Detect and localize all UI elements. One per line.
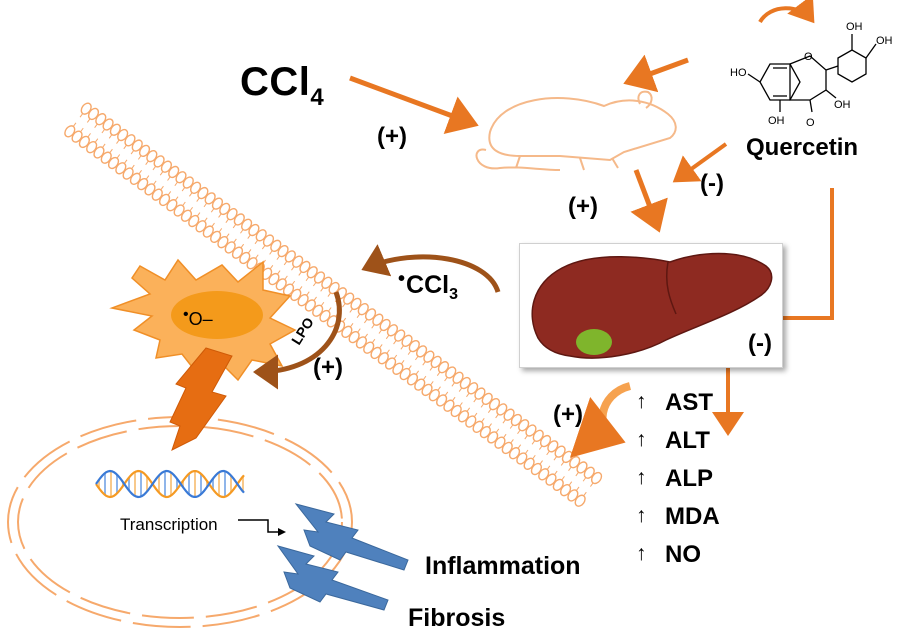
svg-text:O: O: [804, 51, 813, 63]
biomarker-alp: ALP: [665, 465, 713, 492]
radical-dot: •: [398, 268, 406, 290]
dna-helix: [95, 469, 245, 499]
biomarker-alt: ALT: [665, 427, 710, 454]
dna-strand: [95, 469, 245, 499]
ccl3-radical-label: •CCl3: [398, 268, 458, 304]
inflammation-label: Inflammation: [425, 552, 581, 580]
svg-text:OH: OH: [876, 35, 893, 47]
cell-membrane: [64, 102, 603, 507]
quercetin-structure: [747, 34, 877, 113]
ccl3-text: CCl: [406, 271, 450, 299]
liver-illustration: [531, 252, 773, 359]
dna-strand: [95, 469, 245, 499]
marker-effect-sign: (+): [553, 401, 583, 428]
quercetin-to-liver-arrow: [672, 142, 728, 183]
lightning-bolt-icon: [169, 347, 233, 451]
transcription-arrow: [238, 519, 286, 536]
ccl4-effect-sign: (+): [377, 123, 407, 150]
ccl4-text: CCl: [240, 60, 311, 104]
radical-dot: •: [183, 306, 189, 323]
increase-arrow-icon: ↑: [636, 504, 647, 527]
svg-text:OH: OH: [768, 115, 785, 127]
rat-to-liver-arrow: [630, 169, 668, 233]
transcription-label: Transcription: [120, 515, 218, 534]
ccl3-subscript: 3: [449, 286, 458, 303]
liver-effect-sign: (+): [568, 193, 598, 220]
increase-arrow-icon: ↑: [636, 542, 647, 565]
ccl4-subscript: 4: [310, 84, 325, 111]
ccl4-to-rat-arrow: [349, 75, 479, 135]
biomarker-no: NO: [665, 541, 701, 568]
biomarker-ast: AST: [665, 389, 713, 416]
quercetin-to-rat-arrow: [623, 54, 689, 93]
svg-text:OH: OH: [846, 21, 863, 33]
superoxide-burst: [109, 258, 297, 382]
increase-arrow-icon: ↑: [636, 390, 647, 413]
lipid-head: [590, 471, 603, 485]
lpo-arrow: [253, 291, 342, 390]
ccl3-arrow: [361, 244, 501, 293]
inflammation-bolt-icon: [294, 503, 409, 571]
superoxide-text: O–: [188, 309, 213, 329]
svg-text:O: O: [806, 117, 815, 129]
svg-text:HO: HO: [730, 67, 747, 79]
increase-arrow-icon: ↑: [636, 428, 647, 451]
fibrosis-label: Fibrosis: [408, 604, 506, 632]
quercetin-liver-effect-sign: (-): [700, 170, 724, 197]
liver-to-markers-arrow: [569, 382, 632, 458]
quercetin-markers-effect-sign: (-): [748, 330, 772, 357]
quercetin-atom-labels: OH OH HO OH OH O O: [730, 21, 893, 129]
biomarker-mda: MDA: [665, 503, 720, 530]
superoxide-label: •O–: [183, 306, 213, 330]
ccl4-label: CCl4: [240, 60, 324, 112]
svg-text:OH: OH: [834, 99, 851, 111]
lipid-head: [574, 494, 586, 507]
liver-image-panel: [519, 243, 783, 368]
lpo-effect-sign: (+): [313, 354, 343, 381]
rat-illustration: [475, 90, 677, 171]
increase-arrow-icon: ↑: [636, 466, 647, 489]
quercetin-label: Quercetin: [746, 134, 859, 161]
rotation-arrow-icon: [758, 0, 815, 24]
fibrosis-bolt-icon: [276, 545, 389, 611]
